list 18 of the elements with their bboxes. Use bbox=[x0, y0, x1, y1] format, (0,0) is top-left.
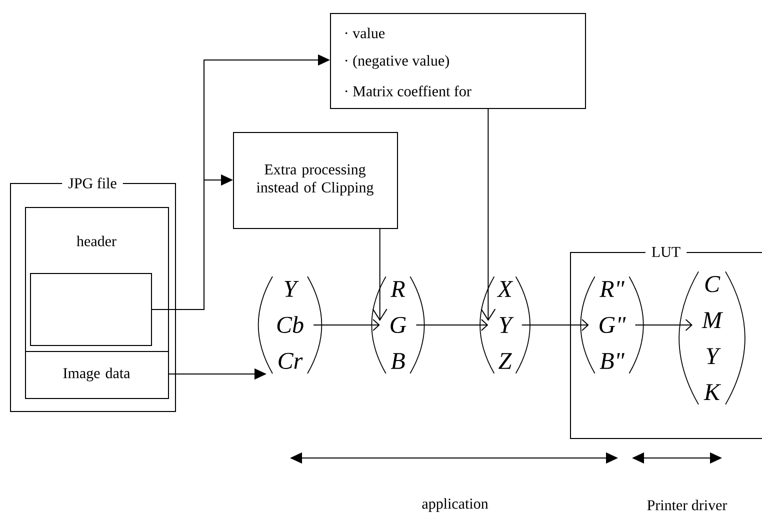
header-box: header bbox=[25, 207, 169, 352]
implies-arrow bbox=[521, 319, 589, 331]
arrow bbox=[372, 228, 388, 321]
vector-matrix: C M Y K bbox=[678, 271, 746, 405]
vector-matrix: X Y Z bbox=[480, 276, 530, 374]
implies-arrow bbox=[313, 319, 380, 331]
vector-matrix: R" G" B" bbox=[580, 276, 644, 374]
arrow bbox=[480, 108, 496, 321]
span-label: Printer driver bbox=[647, 500, 728, 510]
tag-box bbox=[30, 273, 152, 346]
process-box: Extra processing instead of Clipping bbox=[233, 132, 398, 229]
vector-matrix: R G B bbox=[371, 276, 425, 374]
vector-matrix: Y Cb Cr bbox=[258, 276, 322, 374]
note-box: · value · (negative value) · Matrix coeffient for bbox=[330, 13, 586, 109]
implies-arrow bbox=[634, 319, 693, 331]
data-box: Image data bbox=[25, 351, 169, 399]
span-label: application bbox=[422, 498, 488, 512]
implies-arrow bbox=[416, 319, 488, 331]
